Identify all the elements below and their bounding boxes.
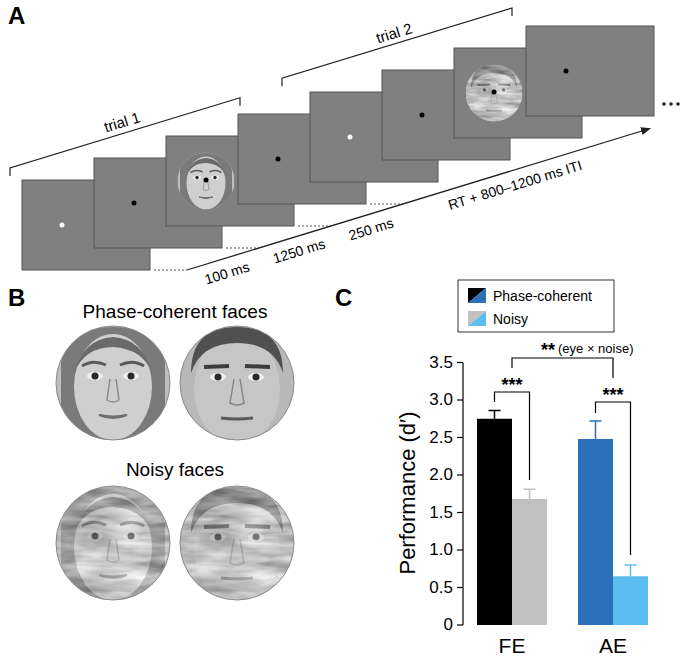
continuation-dots [662, 102, 680, 106]
noisy-face-stimulus [466, 65, 523, 124]
significance-stars: *** [602, 385, 623, 406]
noisy-face-photo [180, 486, 294, 604]
y-axis [457, 363, 463, 626]
significance-brackets [495, 358, 631, 555]
tick-label: 3.5 [429, 353, 453, 373]
tick-label: 1.5 [429, 503, 453, 523]
time-arrow [187, 129, 650, 271]
category-label: FE [499, 634, 526, 658]
panel-title: Noisy faces [126, 459, 224, 481]
face-stimulus [178, 153, 235, 212]
interaction-note: (eye × noise) [558, 342, 634, 357]
face-photo [180, 326, 294, 444]
bracket-label: trial 1 [102, 108, 142, 135]
legend-label: Noisy [493, 311, 528, 327]
legend-label: Phase-coherent [493, 288, 592, 304]
tick-label: 2.0 [429, 465, 453, 485]
category-label: AE [599, 634, 627, 658]
tick-label: 0.5 [429, 578, 453, 598]
tick-label: 1.0 [429, 540, 453, 560]
panel-title: Phase-coherent faces [83, 301, 268, 323]
significance-stars: ** [541, 340, 555, 361]
noisy-face-photo [56, 486, 170, 603]
axis-title: Performance (d′) [395, 411, 420, 574]
bars [477, 419, 648, 625]
panel-letter: A [8, 2, 25, 30]
tick-label: 0 [444, 615, 453, 635]
time-guides [154, 204, 403, 270]
panel-letter: B [8, 284, 25, 312]
significance-stars: *** [501, 375, 522, 396]
duration-label: 250 ms [347, 215, 396, 244]
duration-label: RT + 800–1200 ms ITI [446, 157, 584, 213]
duration-label: 100 ms [203, 259, 252, 288]
face-photo [56, 326, 170, 443]
screen-sequence [22, 26, 654, 270]
error-bars [489, 411, 637, 577]
tick-label: 2.5 [429, 428, 453, 448]
legend-box [458, 280, 614, 332]
panel-letter: C [335, 284, 352, 312]
bracket-label: trial 2 [374, 19, 414, 46]
tick-label: 3.0 [429, 390, 453, 410]
duration-label: 1250 ms [271, 235, 327, 266]
